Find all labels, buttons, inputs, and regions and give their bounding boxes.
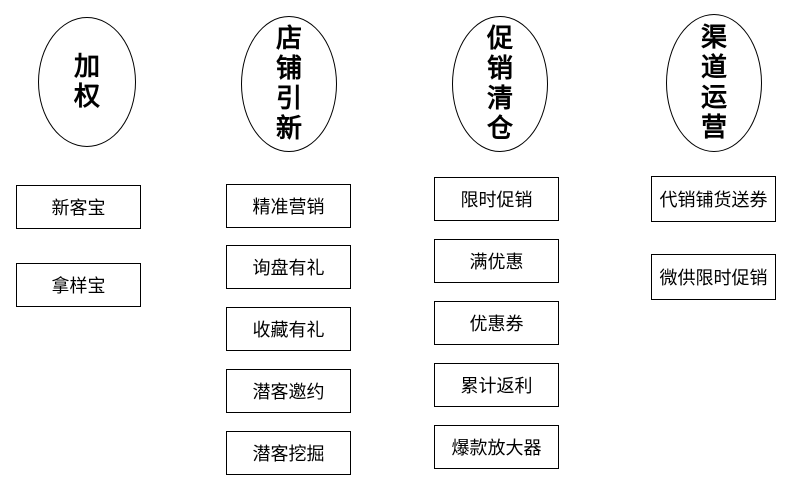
category-title-char: 清 bbox=[486, 84, 513, 114]
item-box: 精准营销 bbox=[226, 184, 351, 228]
category-title-char: 渠 bbox=[700, 23, 727, 53]
category-title-char: 运 bbox=[700, 83, 727, 113]
item-box: 限时促销 bbox=[434, 177, 559, 221]
category-oval-store-acquisition: 店 铺 引 新 bbox=[241, 16, 337, 152]
item-box: 潜客邀约 bbox=[226, 369, 351, 413]
category-oval-weighting: 加 权 bbox=[38, 17, 136, 147]
category-title-char: 新 bbox=[275, 114, 302, 144]
item-box: 收藏有礼 bbox=[226, 307, 351, 351]
category-title-char: 营 bbox=[700, 113, 727, 143]
category-title-char: 道 bbox=[700, 53, 727, 83]
category-title-char: 铺 bbox=[275, 54, 302, 84]
item-box: 爆款放大器 bbox=[434, 425, 559, 469]
item-box: 微供限时促销 bbox=[651, 254, 776, 300]
category-oval-channel-operations: 渠 道 运 营 bbox=[666, 14, 762, 152]
item-box: 满优惠 bbox=[434, 239, 559, 283]
category-title-char: 加 bbox=[73, 52, 100, 82]
category-title-char: 引 bbox=[275, 84, 302, 114]
item-box: 代销铺货送券 bbox=[651, 176, 776, 222]
category-title-char: 仓 bbox=[486, 114, 513, 144]
item-box: 优惠券 bbox=[434, 301, 559, 345]
category-title-char: 权 bbox=[73, 82, 100, 112]
category-title-char: 促 bbox=[486, 24, 513, 54]
category-title-char: 销 bbox=[486, 54, 513, 84]
item-box: 累计返利 bbox=[434, 363, 559, 407]
category-title-char: 店 bbox=[275, 24, 302, 54]
item-box: 潜客挖掘 bbox=[226, 431, 351, 475]
item-box: 新客宝 bbox=[16, 185, 141, 229]
item-box: 询盘有礼 bbox=[226, 245, 351, 289]
category-oval-promotion-clearance: 促 销 清 仓 bbox=[452, 16, 548, 152]
item-box: 拿样宝 bbox=[16, 263, 141, 307]
